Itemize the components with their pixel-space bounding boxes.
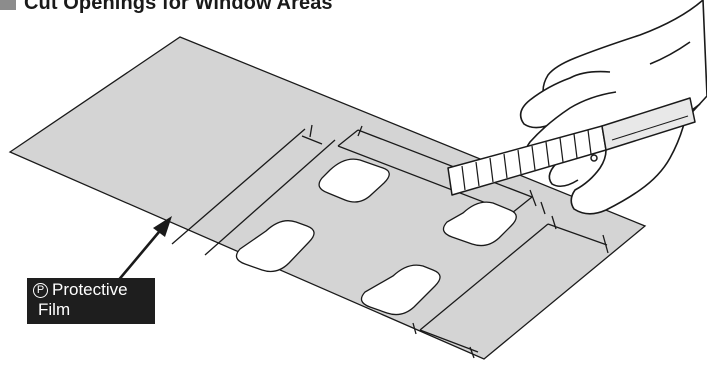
protective-film-callout: P Protective Film [27, 278, 155, 324]
callout-label-line2: Film [38, 300, 71, 319]
cut-guide-lines [171, 124, 609, 359]
callout-row: P Protective [33, 280, 149, 300]
window-opening [318, 158, 390, 203]
section-heading: Cut Openings for Window Areas [0, 0, 333, 15]
callout-label-line1: Protective [52, 280, 128, 299]
window-opening [360, 264, 441, 316]
heading-title: Cut Openings for Window Areas [24, 0, 333, 14]
protective-film-sheet [8, 36, 647, 360]
circled-p-icon: P [33, 282, 48, 298]
utility-knife-icon [447, 97, 696, 196]
window-opening [235, 220, 315, 273]
window-opening [442, 201, 517, 247]
heading-marker [0, 0, 16, 10]
window-openings [235, 158, 517, 316]
leader-arrow-icon [116, 216, 172, 283]
